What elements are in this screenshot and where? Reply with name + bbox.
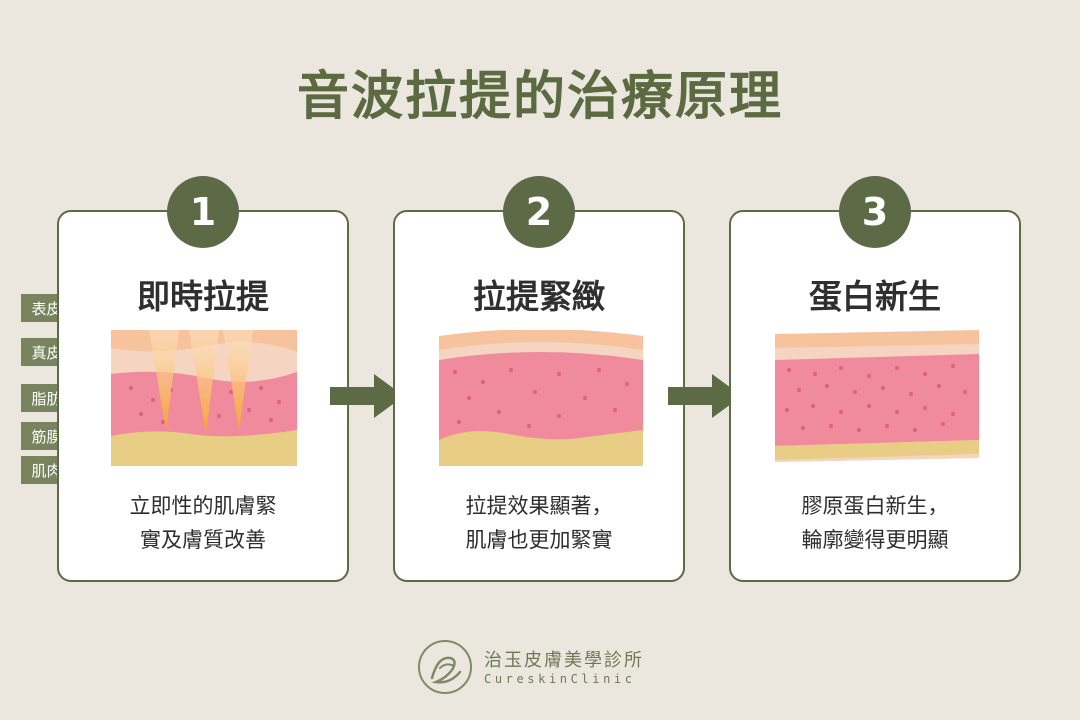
step-description: 拉提效果顯著， 肌膚也更加緊實 <box>395 490 683 557</box>
step-number-badge: 2 <box>503 176 575 248</box>
step-description-line: 立即性的肌膚緊 <box>129 494 277 518</box>
brand-name-english: CureskinClinic <box>484 672 636 686</box>
arrow-right-icon <box>330 374 404 418</box>
step-description-line: 肌膚也更加緊實 <box>465 527 613 552</box>
step-title: 蛋白新生 <box>809 277 941 316</box>
step-description-line: 輪廓變得更明顯 <box>801 527 949 552</box>
clinic-logo-icon <box>418 640 472 694</box>
step-card-1: 1 即時拉提 立即性的肌膚緊 實及膚質改善 <box>57 176 349 582</box>
brand-name-chinese: 治玉皮膚美學診所 <box>484 650 644 671</box>
step-description: 立即性的肌膚緊 實及膚質改善 <box>59 490 347 557</box>
skin-illustration-regeneration <box>775 330 979 462</box>
arrow-right-icon <box>668 374 742 418</box>
step-description: 膠原蛋白新生， 輪廓變得更明顯 <box>731 490 1019 557</box>
skin-illustration-lifting <box>111 330 297 466</box>
step-number-badge: 3 <box>839 176 911 248</box>
step-description-line: 實及膚質改善 <box>140 527 266 552</box>
step-description-line: 膠原蛋白新生， <box>801 494 949 518</box>
page-title: 音波拉提的治療原理 <box>296 66 783 127</box>
step-card-3: 3 蛋白新生 膠原蛋白新生， 輪廓變得更明顯 <box>729 176 1021 582</box>
step-card-2: 2 拉提緊緻 拉提效果顯著， 肌膚也更加緊實 <box>393 176 685 582</box>
step-description-line: 拉提效果顯著， <box>465 494 613 518</box>
step-number-badge: 1 <box>167 176 239 248</box>
skin-illustration-tightening <box>439 330 643 466</box>
step-title: 拉提緊緻 <box>473 277 605 316</box>
step-title: 即時拉提 <box>137 277 269 316</box>
